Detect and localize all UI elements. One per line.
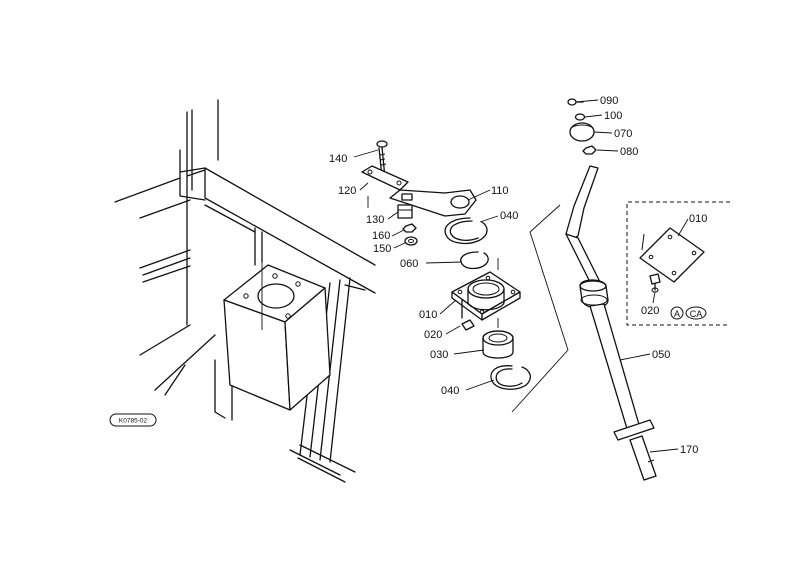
label-060: 060 (400, 258, 418, 270)
plate-120 (361, 165, 409, 208)
label-020-main: 020 (424, 329, 442, 341)
washer-150 (404, 236, 418, 246)
label-080: 080 (620, 146, 638, 158)
label-160: 160 (372, 230, 390, 242)
snap-ring-060 (460, 251, 489, 270)
label-040-lower: 040 (441, 385, 459, 397)
inset-box (626, 201, 730, 326)
block-130 (397, 204, 413, 219)
bolt-020 (461, 299, 475, 331)
label-140: 140 (329, 153, 347, 165)
circlip-040-upper (444, 217, 488, 245)
label-030: 030 (430, 349, 448, 361)
nut-080 (582, 145, 597, 155)
label-090: 090 (600, 95, 618, 107)
label-110: 110 (491, 185, 509, 197)
label-070: 070 (614, 128, 632, 140)
console-box (223, 232, 331, 411)
knob-070 (569, 122, 595, 142)
label-050: 050 (652, 349, 670, 361)
label-010-inset: 010 (689, 213, 707, 225)
label-010-main: 010 (419, 309, 437, 321)
inset-code-ca: CA (690, 309, 703, 319)
label-120: 120 (338, 185, 356, 197)
label-020-inset: 020 (641, 305, 659, 317)
tractor-body-outline (114, 99, 376, 483)
label-130: 130 (366, 214, 384, 226)
shift-lever-rod-050 (565, 165, 657, 481)
label-040-upper: 040 (500, 210, 518, 222)
inset-code-a: A (674, 309, 680, 319)
flange-housing-010 (451, 271, 521, 321)
washer-100 (574, 113, 586, 121)
bushing-030 (482, 330, 514, 359)
label-170: 170 (680, 444, 698, 456)
inset-code-ca-badge: CA (685, 306, 707, 320)
nut-160 (402, 223, 417, 233)
circlip-040-lower (490, 365, 532, 390)
lever-plate-110 (389, 189, 477, 217)
label-150: 150 (373, 243, 391, 255)
diagram-code-badge: K0785-02 (109, 413, 157, 427)
leader-lines (353, 99, 689, 453)
connector-bracket (511, 204, 569, 413)
part-labels: 140 120 130 160 150 110 040 060 010 020 … (329, 95, 707, 456)
label-100: 100 (604, 110, 622, 122)
inset-code-a-badge: A (670, 306, 684, 320)
diagram-code-text: K0785-02 (119, 418, 148, 425)
